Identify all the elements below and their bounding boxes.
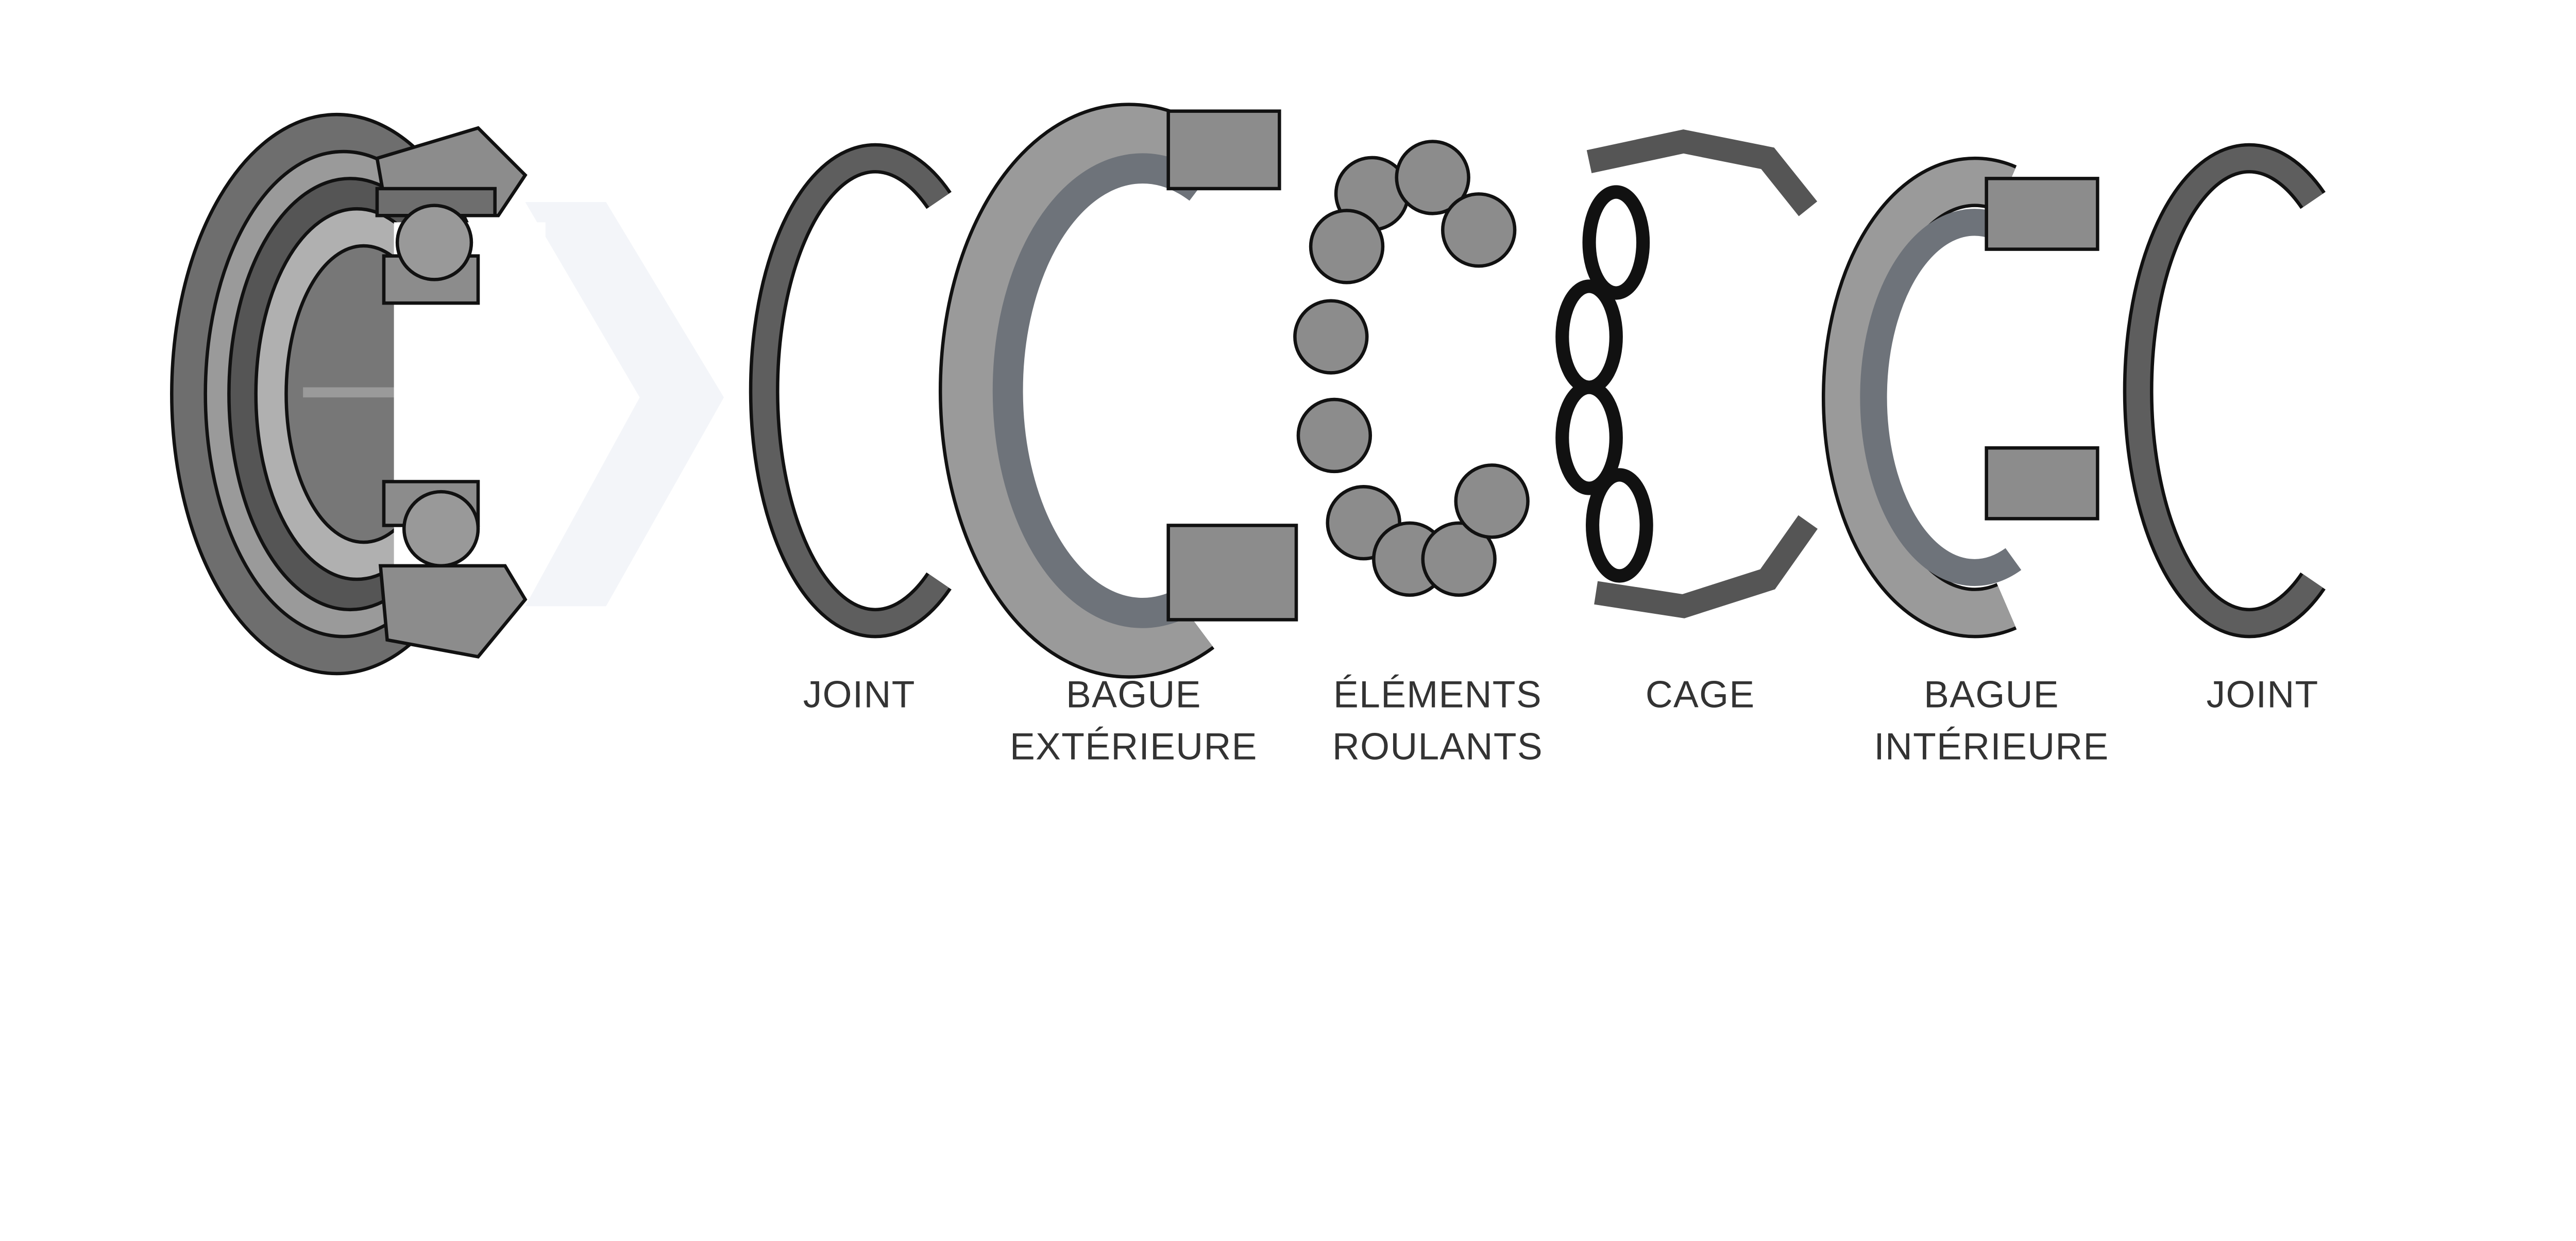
- seal-left-part: [749, 143, 952, 639]
- label-outer-ring-line1: BAGUE: [1066, 673, 1201, 715]
- label-seal-left: JOINT: [803, 673, 916, 715]
- seal-right-part: [2123, 143, 2326, 639]
- label-seal-right: JOINT: [2207, 673, 2319, 715]
- assembled-bearing: [170, 112, 546, 676]
- label-rolling-elements-line2: ROULANTS: [1332, 726, 1543, 768]
- cage-part: [1555, 129, 1818, 618]
- bearing-exploded-diagram: JOINT BAGUE EXTÉRIEURE ÉLÉMENTS ROULANTS…: [170, 103, 2326, 768]
- ball: [1441, 192, 1517, 268]
- ball: [1454, 463, 1530, 539]
- ball: [1293, 299, 1369, 375]
- label-inner-ring-line2: INTÉRIEURE: [1874, 726, 2109, 768]
- ball: [1395, 140, 1470, 215]
- label-cage: CAGE: [1646, 673, 1755, 715]
- label-outer-ring-line2: EXTÉRIEURE: [1010, 726, 1258, 768]
- ball: [1296, 397, 1372, 474]
- label-rolling-elements-line1: ÉLÉMENTS: [1333, 673, 1542, 715]
- rolling-elements-part: [1293, 140, 1530, 597]
- outer-ring-part: [938, 103, 1298, 679]
- inner-ring-part: [1821, 156, 2099, 639]
- ball: [1421, 521, 1497, 597]
- label-inner-ring-line1: BAGUE: [1924, 673, 2059, 715]
- watermark-chevron: [525, 202, 724, 607]
- ball: [1309, 209, 1385, 284]
